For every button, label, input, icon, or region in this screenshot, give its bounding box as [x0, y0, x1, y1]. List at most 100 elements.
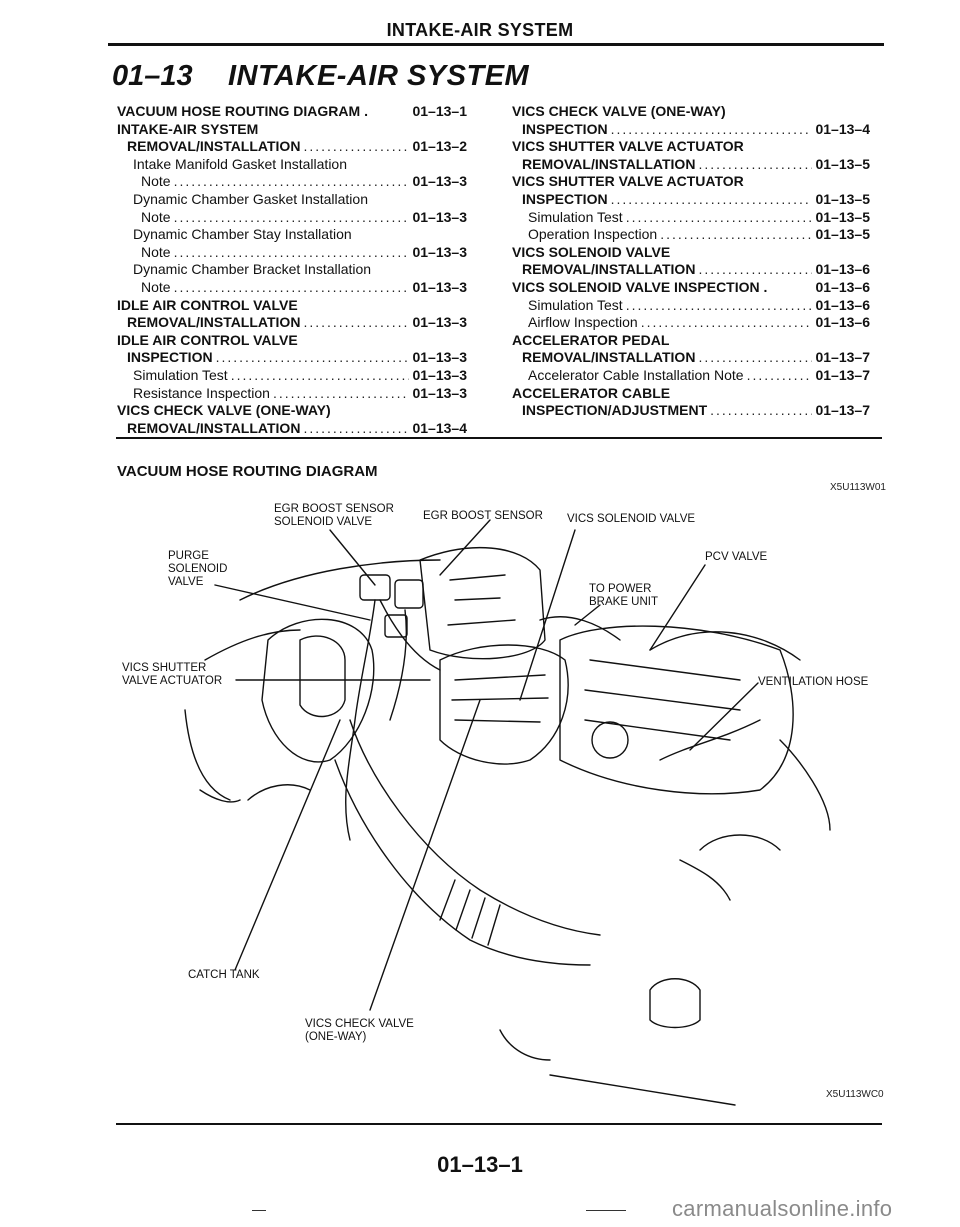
- label-vics-shutter-valve-actuator: VICS SHUTTER VALVE ACTUATOR: [122, 662, 223, 687]
- toc-entry-page: 01–13–3: [412, 349, 467, 366]
- solenoid-valve-3: [384, 614, 408, 638]
- running-header: INTAKE-AIR SYSTEM: [386, 20, 574, 40]
- toc-entry: IDLE AIR CONTROL VALVE: [117, 332, 467, 350]
- air-box: [419, 546, 546, 660]
- toc-entry-title: IDLE AIR CONTROL VALVE: [117, 331, 298, 348]
- toc-entry: REMOVAL/INSTALLATION01–13–4: [117, 420, 467, 438]
- toc-entry: VICS SHUTTER VALVE ACTUATOR: [512, 138, 870, 156]
- toc-entry: INSPECTION01–13–5: [512, 191, 870, 209]
- vacuum-hose-a: [345, 599, 376, 841]
- toc-entry-page: 01–13–2: [412, 138, 467, 155]
- toc-entry: INTAKE-AIR SYSTEM: [117, 121, 467, 139]
- toc-entry: Dynamic Chamber Gasket Installation: [117, 191, 467, 209]
- section-number: 01–13: [112, 60, 193, 92]
- toc-right-column: VICS CHECK VALVE (ONE-WAY)INSPECTION01–1…: [512, 103, 870, 420]
- toc-entry-page: 01–13–7: [815, 402, 870, 419]
- toc-entry-title: Note: [141, 173, 171, 190]
- toc-entry: Note01–13–3: [117, 209, 467, 227]
- label-vics-check-valve: VICS CHECK VALVE (ONE-WAY): [305, 1018, 414, 1043]
- toc-entry-title: VACUUM HOSE ROUTING DIAGRAM .: [117, 103, 368, 119]
- toc-entry: VICS CHECK VALVE (ONE-WAY): [117, 402, 467, 420]
- figure-code-bottom: X5U113WC0: [826, 1089, 884, 1100]
- figure-code-top: X5U113W01: [830, 482, 886, 493]
- toc-entry-title: VICS SHUTTER VALVE ACTUATOR: [512, 138, 744, 155]
- toc-entry-title: REMOVAL/INSTALLATION: [522, 155, 696, 172]
- leader-bottom: [549, 1074, 736, 1106]
- footer-mark: [252, 1210, 266, 1211]
- toc-entry-title: VICS CHECK VALVE (ONE-WAY): [117, 402, 331, 419]
- pcv-hose: [649, 631, 801, 661]
- toc-entry-page: 01–13–4: [815, 120, 870, 137]
- toc-entry-title: REMOVAL/INSTALLATION: [522, 349, 696, 366]
- toc-entry: INSPECTION/ADJUSTMENT01–13–7: [512, 402, 870, 420]
- toc-entry: INSPECTION 01–13–3: [117, 349, 467, 367]
- toc-entry: VICS CHECK VALVE (ONE-WAY): [512, 103, 870, 121]
- toc-entry-page: 01–13–6: [815, 278, 870, 295]
- toc-entry-title: Simulation Test: [133, 366, 228, 383]
- leader-egr-boost: [439, 519, 491, 576]
- washer-tank: [649, 978, 701, 1029]
- toc-entry: VICS SHUTTER VALVE ACTUATOR: [512, 173, 870, 191]
- label-purge-solenoid-valve: PURGE SOLENOID VALVE: [168, 550, 228, 588]
- intake-duct-bellows: [439, 879, 501, 946]
- toc-entry-title: REMOVAL/INSTALLATION: [127, 314, 301, 331]
- toc-entry-title: INSPECTION: [127, 349, 213, 366]
- toc-entry: Resistance Inspection01–13–3: [117, 385, 467, 403]
- toc-entry-title: INTAKE-AIR SYSTEM: [117, 120, 259, 137]
- toc-entry-page: 01–13–3: [412, 314, 467, 331]
- footer-rule: [116, 1123, 882, 1125]
- toc-entry: Operation Inspection01–13–5: [512, 226, 870, 244]
- toc-entry-page: 01–13–4: [412, 419, 467, 436]
- toc-entry-title: Dynamic Chamber Gasket Installation: [133, 190, 368, 207]
- toc-entry-page: 01–13–5: [815, 155, 870, 172]
- leader-ventilation: [689, 682, 759, 751]
- toc-entry-title: ACCELERATOR PEDAL: [512, 331, 670, 348]
- toc-entry-title: REMOVAL/INSTALLATION: [522, 261, 696, 278]
- toc-entry-page: 01–13–7: [815, 349, 870, 366]
- section-title: INTAKE-AIR SYSTEM: [228, 60, 530, 92]
- toc-entry-title: Note: [141, 278, 171, 295]
- intake-duct-lower: [334, 759, 591, 966]
- toc-entry: Simulation Test01–13–5: [512, 209, 870, 227]
- toc-entry-title: INSPECTION: [522, 120, 608, 137]
- toc-entry-page: 01–13–5: [815, 208, 870, 225]
- toc-entry-page: 01–13–3: [412, 208, 467, 225]
- toc-entry-page: 01–13–7: [815, 366, 870, 383]
- cam-cover-ribs: [584, 659, 741, 741]
- intake-duct-upper: [349, 719, 601, 936]
- leader-power-brake: [574, 604, 601, 626]
- toc-entry: Accelerator Cable Installation Note01–13…: [512, 367, 870, 385]
- footer-mark: [586, 1210, 626, 1211]
- vacuum-hose-b: [379, 599, 441, 671]
- label-pcv-valve: PCV VALVE: [705, 551, 768, 563]
- toc-entry: Note01–13–3: [117, 244, 467, 262]
- label-egr-boost-sensor-solenoid-valve: EGR BOOST SENSOR SOLENOID VALVE: [274, 503, 394, 528]
- toc-entry: ACCELERATOR PEDAL: [512, 332, 870, 350]
- toc-entry: REMOVAL/INSTALLATION 01–13–7: [512, 349, 870, 367]
- toc-entry-page: 01–13–6: [815, 296, 870, 313]
- leader-egr-solenoid: [329, 529, 376, 586]
- leader-vics-solenoid: [519, 529, 576, 701]
- toc-entry: Dynamic Chamber Bracket Installation: [117, 261, 467, 279]
- toc-entry-page: 01–13–6: [815, 314, 870, 331]
- ventilation-hose: [659, 719, 761, 761]
- right-strut-tower: [699, 739, 831, 851]
- left-fender-lines: [184, 559, 441, 801]
- toc-entry-title: VICS CHECK VALVE (ONE-WAY): [512, 103, 726, 119]
- toc-entry-title: Dynamic Chamber Stay Installation: [133, 226, 352, 243]
- solenoid-valve-2: [394, 579, 424, 609]
- toc-entry: VICS SOLENOID VALVE INSPECTION .01–13–6: [512, 279, 870, 297]
- toc-entry: Simulation Test01–13–6: [512, 297, 870, 315]
- label-vics-solenoid-valve: VICS SOLENOID VALVE: [567, 513, 696, 525]
- toc-entry: Note 01–13–3: [117, 173, 467, 191]
- check-valve-hose: [499, 1029, 551, 1061]
- toc-entry-page: 01–13–3: [412, 173, 467, 190]
- label-to-power-brake-unit: TO POWER BRAKE UNIT: [589, 583, 659, 608]
- leader-purge: [214, 584, 371, 621]
- toc-entry-page: 01–13–6: [815, 261, 870, 278]
- toc-entry: ACCELERATOR CABLE: [512, 385, 870, 403]
- label-ventilation-hose: VENTILATION HOSE: [758, 676, 869, 688]
- catch-tank-body: [299, 635, 346, 718]
